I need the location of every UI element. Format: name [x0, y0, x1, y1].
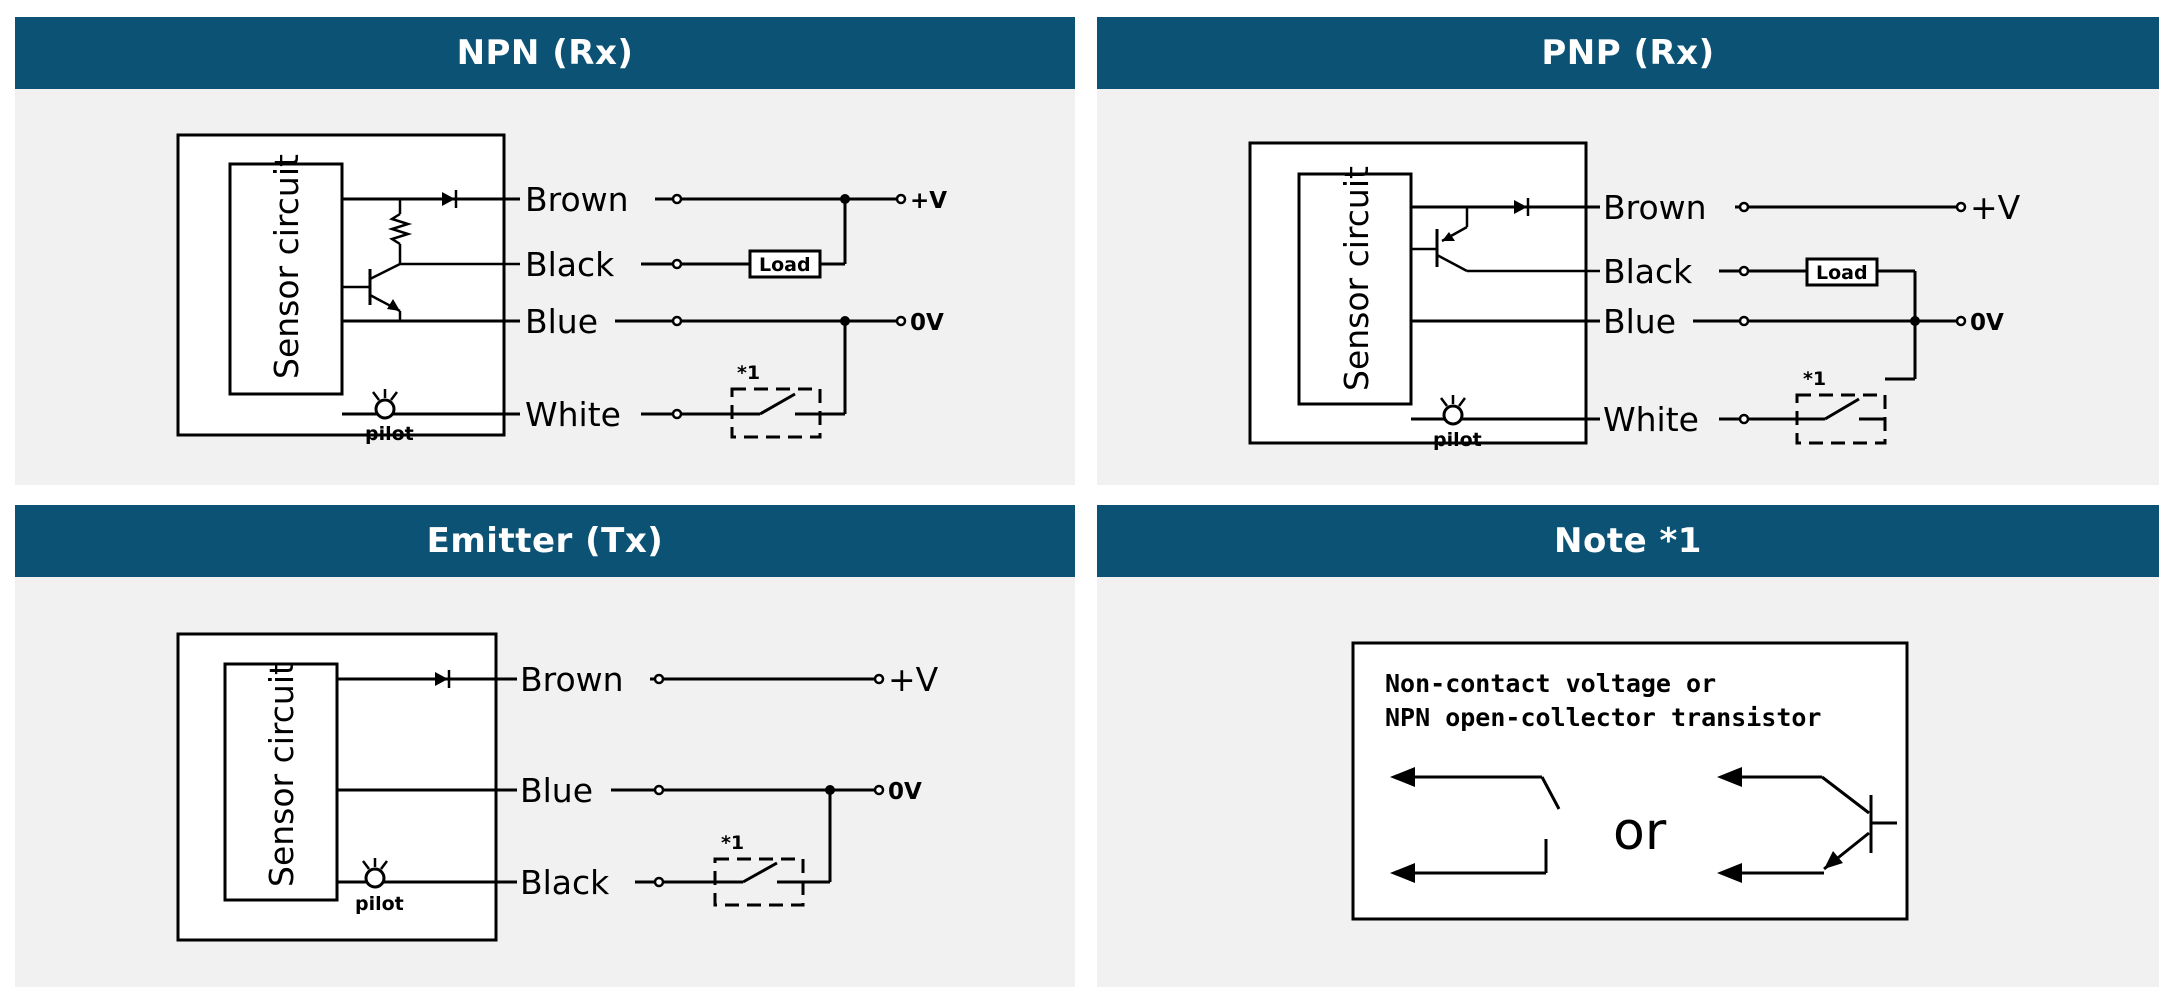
- switch-icon: [1795, 393, 1887, 445]
- arrow-left-icon: [1717, 767, 1742, 787]
- sensor-circuit-box: [1297, 172, 1413, 406]
- wire-label-brown: Brown: [520, 660, 624, 699]
- supply-label-neg: 0V: [888, 779, 922, 805]
- panel-npn: NPN (Rx) Sensor circuit Brown +V: [15, 17, 1075, 485]
- wire-label-white: White: [1603, 400, 1699, 439]
- wire-label-blue: Blue: [525, 302, 598, 341]
- load-label: Load: [1816, 262, 1868, 284]
- switch-icon: [730, 387, 822, 439]
- sensor-circuit-box: [223, 662, 339, 902]
- panel-pnp: PNP (Rx) Sensor circuit Brown +V: [1097, 17, 2159, 485]
- pilot-led-icon: [1440, 395, 1466, 426]
- panel-title-npn: NPN (Rx): [15, 17, 1075, 89]
- panel-title-note: Note *1: [1097, 505, 2159, 577]
- note-diagram: Non-contact voltage or NPN open-collecto…: [1351, 641, 1909, 921]
- load-box: [748, 249, 822, 279]
- diode-icon: [442, 190, 458, 208]
- arrow-left-icon: [1390, 767, 1415, 787]
- note-mark: *1: [737, 362, 760, 384]
- diode-icon: [435, 670, 451, 688]
- sensor-circuit-box: [228, 162, 344, 396]
- pilot-label: pilot: [355, 893, 404, 915]
- diagram-pnp: Sensor circuit Brown +V: [1097, 89, 2159, 485]
- wire-label-brown: Brown: [525, 180, 629, 219]
- open-collector-transistor-icon: [1717, 767, 1897, 883]
- panel-emitter: Emitter (Tx) Sensor circuit Brown +V Blu…: [15, 505, 1075, 987]
- pnp-wiring-diagram: Sensor circuit Brown +V: [1248, 141, 2021, 451]
- wire-label-blue: Blue: [1603, 302, 1676, 341]
- sensor-circuit-label: Sensor circuit: [267, 154, 306, 379]
- emitter-wiring-diagram: Sensor circuit Brown +V Blue 0V: [176, 632, 939, 942]
- wire-label-black: Black: [520, 863, 610, 902]
- diagram-emitter: Sensor circuit Brown +V Blue 0V: [15, 577, 1075, 987]
- arrow-left-icon: [1717, 863, 1742, 883]
- supply-label-pos: +V: [888, 660, 939, 699]
- supply-label-pos: +V: [910, 188, 947, 214]
- note-line-1: Non-contact voltage or: [1385, 669, 1716, 698]
- panel-title-emitter: Emitter (Tx): [15, 505, 1075, 577]
- pilot-label: pilot: [1433, 429, 1482, 451]
- sensor-circuit-label: Sensor circuit: [262, 662, 301, 887]
- load-box: [1805, 257, 1879, 287]
- pnp-transistor-icon: [1411, 207, 1600, 273]
- wire-label-brown: Brown: [1603, 188, 1707, 227]
- wire-label-black: Black: [525, 245, 615, 284]
- contact-switch-icon: [1390, 767, 1561, 883]
- resistor-icon: [387, 212, 413, 246]
- supply-label-pos: +V: [1970, 188, 2021, 227]
- npn-wiring-diagram: Sensor circuit Brown +V: [176, 133, 947, 445]
- panel-note: Note *1 Non-contact voltage or NPN open-…: [1097, 505, 2159, 987]
- sensor-circuit-label: Sensor circuit: [1337, 166, 1376, 391]
- pilot-label: pilot: [365, 423, 414, 445]
- wire-label-black: Black: [1603, 252, 1693, 291]
- diode-icon: [1514, 198, 1530, 216]
- switch-icon: [713, 857, 805, 907]
- diagram-note: Non-contact voltage or NPN open-collecto…: [1097, 577, 2159, 987]
- note-line-2: NPN open-collector transistor: [1385, 703, 1822, 732]
- note-mark: *1: [721, 832, 744, 854]
- or-label: or: [1613, 802, 1667, 862]
- wire-label-white: White: [525, 395, 621, 434]
- arrow-left-icon: [1390, 863, 1415, 883]
- npn-transistor-icon: [342, 262, 402, 321]
- panel-title-pnp: PNP (Rx): [1097, 17, 2159, 89]
- pilot-led-icon: [372, 389, 398, 420]
- pilot-led-icon: [362, 858, 388, 889]
- wire-label-blue: Blue: [520, 771, 593, 810]
- supply-label-neg: 0V: [910, 310, 944, 336]
- note-mark: *1: [1803, 368, 1826, 390]
- load-label: Load: [759, 254, 811, 276]
- diagram-npn: Sensor circuit Brown +V: [15, 89, 1075, 485]
- supply-label-neg: 0V: [1970, 310, 2004, 336]
